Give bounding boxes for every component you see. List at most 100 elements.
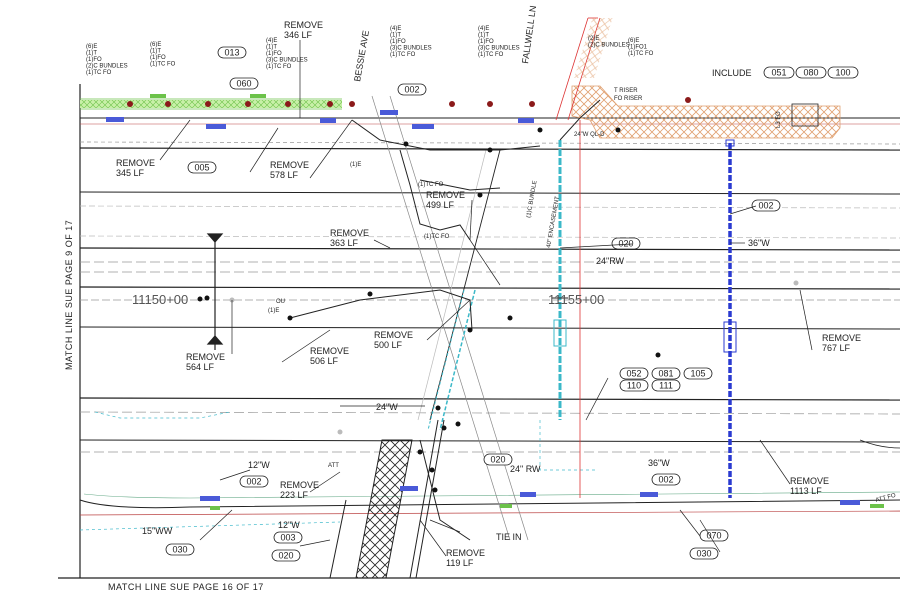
include-tag-051: 051 bbox=[763, 66, 795, 79]
remove-note-line2: 345 LF bbox=[116, 168, 145, 178]
code-tag-020-text: 020 bbox=[278, 551, 293, 561]
cable-stack-line: (1)FO bbox=[150, 55, 166, 61]
code-tag-105: 105 bbox=[683, 367, 713, 380]
code-tag-070: 070 bbox=[699, 529, 729, 542]
pipe-labels: 24"W QL-D 40" ENCASEMENT 24"RW 36"W 24"W… bbox=[142, 88, 897, 542]
code-tag-030-text: 030 bbox=[172, 545, 187, 555]
code-tag-020: 020 bbox=[611, 237, 641, 250]
remove-note-line2: 499 LF bbox=[426, 200, 455, 210]
remove-note-line1: REMOVE bbox=[280, 480, 319, 490]
red-hatch-strip bbox=[574, 18, 613, 78]
pipe-label-12w-upper: 12"W bbox=[248, 460, 270, 470]
note-tcfo-b: (1)TC FO bbox=[424, 234, 450, 240]
cable-stack: (6)E(1)T(1)FO(2)C BUNDLES(1)TC FO bbox=[86, 44, 128, 76]
pipe-label-24rw-lower: 24" RW bbox=[510, 464, 541, 474]
remove-note-line2: 564 LF bbox=[186, 362, 215, 372]
remove-note-line1: REMOVE bbox=[270, 160, 309, 170]
pipe-label-15ww: 15"WW bbox=[142, 526, 173, 536]
remove-note-line2: 767 LF bbox=[822, 343, 851, 353]
small-notes: (1)TC FO (1)TC FO (1)E (1)E L3 FO OU bbox=[268, 111, 782, 314]
remove-note-line1: REMOVE bbox=[186, 352, 225, 362]
remove-note-line1: REMOVE bbox=[446, 548, 485, 558]
cable-stack-line: (3)C BUNDLES bbox=[266, 58, 308, 64]
cable-stack-line: (2)C BUNDLES bbox=[86, 64, 128, 70]
remove-note-line1: REMOVE bbox=[310, 346, 349, 356]
code-tag-111: 111 bbox=[651, 379, 681, 392]
cable-stack-line: (1)TC FO bbox=[478, 52, 504, 58]
code-tag-013: 013 bbox=[217, 46, 247, 59]
orange-hatched-band bbox=[571, 85, 841, 139]
cable-stacks: (6)E(1)T(1)FO(2)C BUNDLES(1)TC FO(6)E(1)… bbox=[86, 26, 654, 76]
cable-stack-line: (3)C BUNDLES bbox=[478, 46, 520, 52]
include-tag-080: 080 bbox=[795, 66, 827, 79]
street-fallwell: FALLWELL LN bbox=[520, 5, 538, 64]
match-line-left: MATCH LINE SUE PAGE 9 OF 17 bbox=[64, 220, 74, 370]
water-main-36 bbox=[723, 139, 737, 498]
station-right: 11155+00 bbox=[548, 292, 604, 307]
cable-stack-line: (4)E bbox=[478, 26, 489, 32]
leader-lines bbox=[159, 40, 813, 557]
cable-stack-line: (4)E bbox=[390, 26, 401, 32]
cable-stack-line: (1)FO bbox=[478, 39, 494, 45]
remove-note-line1: REMOVE bbox=[284, 20, 323, 30]
cable-stack: (4)E(1)T(1)FO(3)C BUNDLES(1)TC FO bbox=[390, 26, 432, 58]
pipe-label-36w-upper: 36"W bbox=[748, 238, 770, 248]
code-tag-002-text: 002 bbox=[404, 85, 419, 95]
remove-note-line1: REMOVE bbox=[426, 190, 465, 200]
cable-stack-line: (1)TC FO bbox=[390, 52, 416, 58]
note-tcfo-a: (1)TC FO bbox=[418, 182, 444, 188]
note-e1: (1)E bbox=[350, 162, 361, 168]
include-tag-100: 100 bbox=[827, 66, 859, 79]
code-tag-070-text: 070 bbox=[706, 531, 721, 541]
note-ou: OU bbox=[276, 299, 285, 305]
note-e2: (1)E bbox=[268, 308, 279, 314]
cable-stack-line: (2)E bbox=[588, 36, 599, 42]
survey-points bbox=[197, 127, 799, 493]
cable-stack-line: (1)TC FO bbox=[628, 51, 654, 57]
remove-note-line2: 363 LF bbox=[330, 238, 359, 248]
code-tag-020: 020 bbox=[271, 549, 301, 562]
pipe-label-att: ATT bbox=[328, 463, 339, 469]
code-tag-052: 052 bbox=[619, 367, 649, 380]
note-l3fo: L3 FO bbox=[776, 111, 782, 128]
pipe-label-24w-mid: 24"W bbox=[376, 402, 398, 412]
pole-markers bbox=[127, 97, 691, 107]
station-left: 11150+00 bbox=[132, 292, 188, 307]
pipe-label-fo-riser: FO RISER bbox=[614, 96, 643, 102]
include-label: INCLUDE bbox=[712, 68, 752, 78]
remove-note-line1: REMOVE bbox=[822, 333, 861, 343]
code-tag-005: 005 bbox=[187, 161, 217, 174]
cable-stack-line: (1)TC FO bbox=[86, 70, 112, 76]
include-tag-100-text: 100 bbox=[835, 68, 850, 78]
code-tag-002: 002 bbox=[239, 475, 269, 488]
cable-stack-line: (1)FO bbox=[86, 57, 102, 63]
cable-stack-line: (1)FO1 bbox=[628, 45, 648, 51]
code-tag-060-text: 060 bbox=[236, 79, 251, 89]
cable-stack-line: (1)T bbox=[150, 49, 161, 55]
orange-vault bbox=[791, 103, 819, 127]
cable-stack-line: (1)T bbox=[478, 33, 489, 39]
diagonal-street-lines bbox=[371, 95, 529, 541]
code-tag-030: 030 bbox=[165, 543, 195, 556]
code-tag-030: 030 bbox=[689, 547, 719, 560]
remove-note-line2: 506 LF bbox=[310, 356, 339, 366]
code-tag-060: 060 bbox=[229, 77, 259, 90]
code-tag-030-text: 030 bbox=[696, 549, 711, 559]
cable-stack-line: (1)T bbox=[266, 45, 277, 51]
cable-stack-line: (6)E bbox=[628, 38, 639, 44]
code-tag-002-text: 002 bbox=[246, 477, 261, 487]
remove-note-line2: 578 LF bbox=[270, 170, 299, 180]
code-tag-002: 002 bbox=[751, 199, 781, 212]
code-tag-020-text: 020 bbox=[490, 455, 505, 465]
cable-stack: (4)E(1)T(1)FO(3)C BUNDLES(1)TC FO bbox=[478, 26, 520, 58]
pipe-label-c-bundle: (1)C BUNDLE bbox=[526, 180, 538, 218]
